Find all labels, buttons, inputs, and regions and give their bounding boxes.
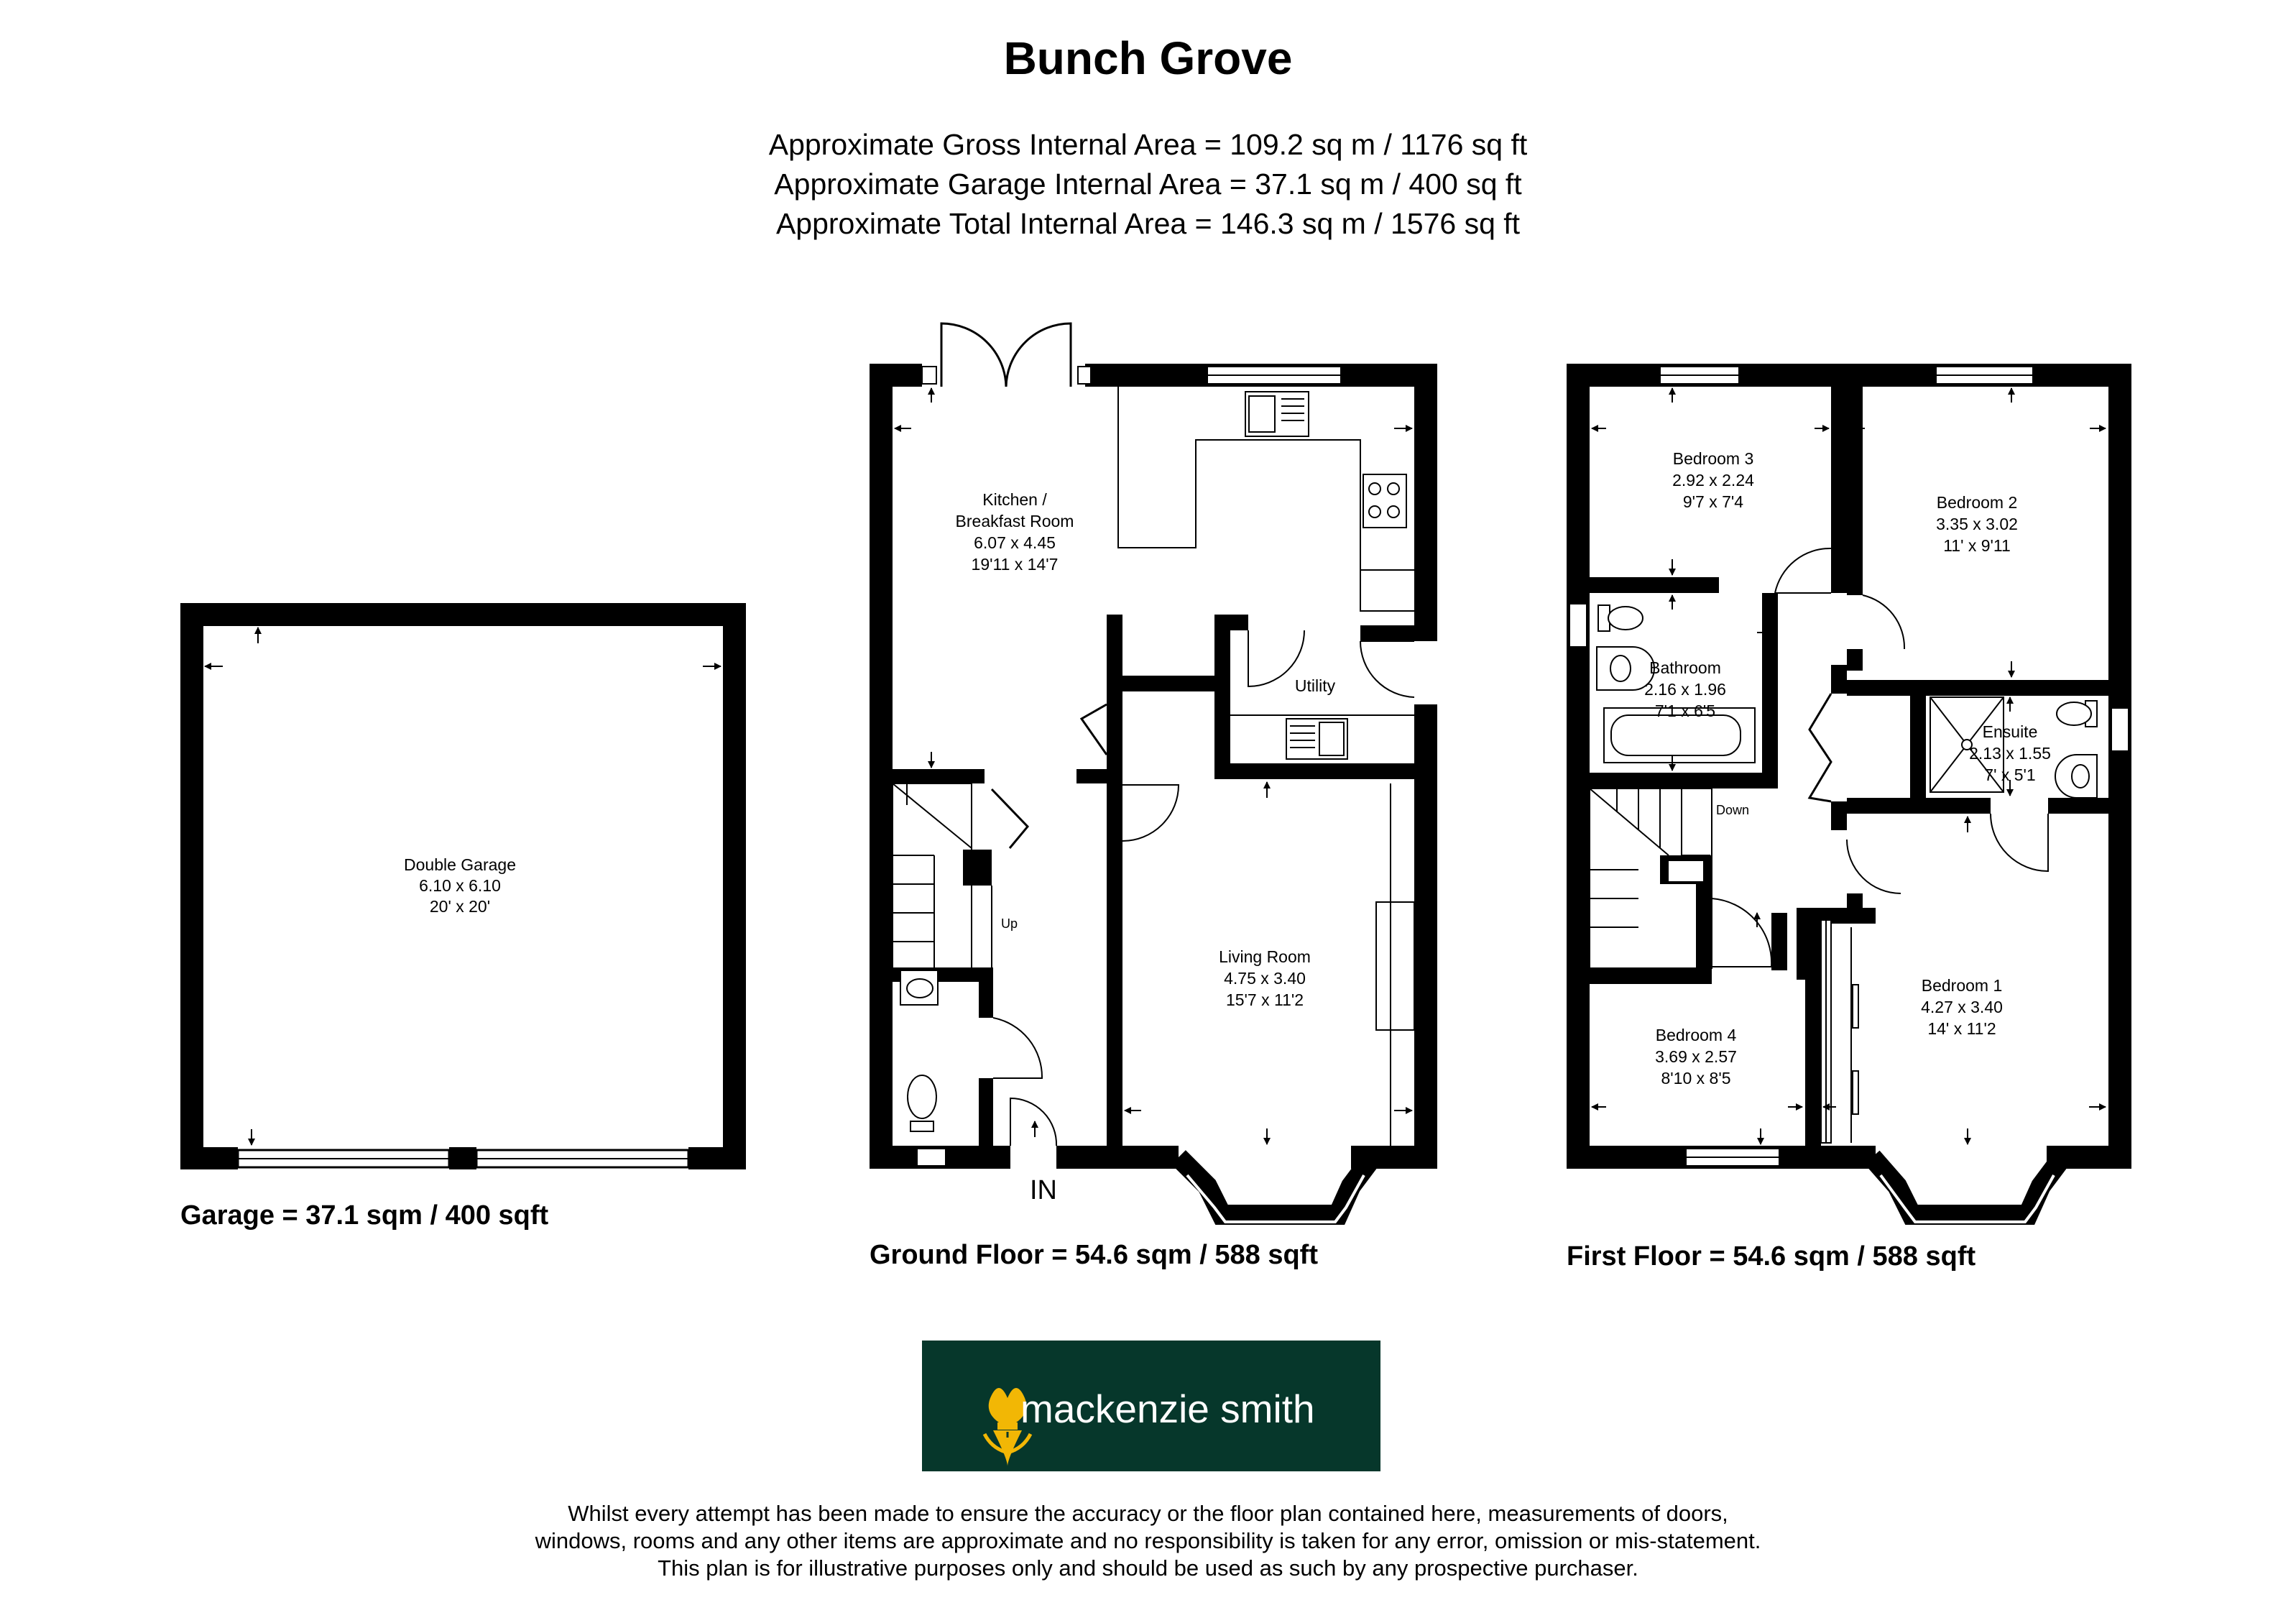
gf-wall-living-left (1107, 783, 1122, 1146)
ff-bed2-door (1862, 594, 1906, 650)
disclaimer-line-1: Whilst every attempt has been made to en… (568, 1501, 1728, 1526)
gf-kitchen-name2: Breakfast Room (956, 512, 1074, 530)
ff-wall-bed4-bed1 (1805, 908, 1821, 1146)
gf-stairs (892, 783, 972, 973)
garage-room-name: Double Garage (404, 855, 516, 874)
gf-wall-right-lower (1414, 704, 1437, 1169)
gross-area-text: Approximate Gross Internal Area = 109.2 … (768, 128, 1528, 161)
ff-ensuite-basin (2055, 754, 2098, 799)
gf-wall-left (870, 364, 893, 1169)
ff-bed1-name: Bedroom 1 (1922, 976, 2003, 995)
disclaimer-line-3: This plan is for illustrative purposes o… (658, 1555, 1638, 1581)
ff-bed4-door (1711, 898, 1773, 967)
ff-bath-name: Bathroom (1649, 658, 1721, 677)
first-floor-area-label: First Floor = 54.6 sqm / 588 sqft (1567, 1241, 1976, 1272)
garage-wall-right (723, 603, 746, 1169)
ff-wall-ensuite-bottom (1847, 798, 1991, 814)
ff-bed2-metric: 3.35 x 3.02 (1936, 515, 2018, 533)
gf-wc-basin (900, 970, 939, 1006)
gf-hob (1363, 474, 1407, 528)
garage-wall-bottom-right (688, 1147, 746, 1169)
garage-door-pier (449, 1147, 476, 1169)
ff-wall-bed3-bottom (1590, 577, 1719, 593)
ff-bed1-metric: 4.27 x 3.40 (1921, 998, 2003, 1016)
ff-bed3-imperial: 9'7 x 7'4 (1683, 492, 1743, 511)
disclaimer-line-2: windows, rooms and any other items are a… (535, 1528, 1761, 1553)
ground-floor-area-label: Ground Floor = 54.6 sqm / 588 sqft (870, 1240, 1318, 1270)
first-floor-plan: Down (1567, 364, 2131, 1225)
ff-wall-left (1567, 364, 1590, 1169)
gf-fireplace (1375, 901, 1415, 1031)
ff-bed3-name: Bedroom 3 (1673, 449, 1754, 468)
ff-bed2-imperial: 11' x 9'11 (1943, 536, 2011, 555)
ff-wall-bathroom-bottom (1590, 773, 1778, 788)
ff-wall-ensuite-left (1910, 680, 1926, 814)
ff-bed3-metric: 2.92 x 2.24 (1672, 471, 1754, 489)
ff-bed4-name: Bedroom 4 (1656, 1026, 1737, 1044)
ff-ensuite-name: Ensuite (1983, 722, 2038, 741)
gf-wall-utility-left (1214, 615, 1230, 769)
ff-wall-bed2-bottom (1847, 680, 2131, 696)
garage-plan: Double Garage 6.10 x 6.10 20' x 20' (180, 603, 746, 1169)
gf-stairs-label: Up (1001, 916, 1018, 931)
gf-living-imperial: 15'7 x 11'2 (1226, 990, 1304, 1009)
gf-wall-top-left (870, 364, 922, 387)
gf-wall-right-upper (1414, 364, 1437, 640)
gf-bay-window (1171, 1150, 1381, 1225)
gf-french-door-left (940, 322, 1008, 387)
ff-bath-basin (1596, 646, 1655, 691)
total-area-text: Approximate Total Internal Area = 146.3 … (775, 207, 1521, 240)
ff-ensuite-imperial: 7' x 5'1 (1984, 765, 2035, 784)
brand-name: mackenzie smith (1020, 1387, 1315, 1431)
gf-utility-name: Utility (1295, 676, 1336, 695)
ff-bed4-imperial: 8'10 x 8'5 (1661, 1069, 1730, 1088)
gf-wall-utility-bottom (1214, 763, 1437, 779)
ff-bath-imperial: 7'1 x 6'5 (1655, 702, 1715, 720)
gf-entrance-label: IN (1030, 1175, 1057, 1205)
gf-kitchen-name1: Kitchen / (982, 490, 1047, 509)
ff-bed3-door (1774, 547, 1832, 594)
gf-utility-sink (1286, 718, 1348, 760)
ff-bay-window (1864, 1150, 2071, 1225)
garage-area-label: Garage = 37.1 sqm / 400 sqft (180, 1200, 549, 1231)
gf-front-door (1010, 1097, 1058, 1146)
ff-wall-top (1567, 364, 2131, 387)
ff-stairs-label: Down (1716, 803, 1749, 817)
ff-bed4-metric: 3.69 x 2.57 (1655, 1047, 1737, 1066)
garage-area-text: Approximate Garage Internal Area = 37.1 … (774, 167, 1522, 201)
ff-wall-bed4-top (1590, 968, 1712, 984)
gf-wc-wall (979, 967, 993, 1018)
ff-bed1-imperial: 14' x 11'2 (1927, 1019, 1996, 1038)
garage-wall-bottom-left (180, 1147, 238, 1169)
gf-living-name: Living Room (1219, 947, 1311, 966)
ff-wall-right (2108, 364, 2131, 1169)
gf-wc-door (992, 1017, 1043, 1079)
gf-living-metric: 4.75 x 3.40 (1224, 969, 1306, 988)
gf-living-door (1122, 784, 1180, 842)
gf-kitchen-imperial: 19'11 x 14'7 (972, 555, 1059, 574)
ff-wall-bed3-bed2 (1831, 387, 1847, 548)
page-title: Bunch Grove (1003, 32, 1293, 84)
garage-room-metric: 6.10 x 6.10 (419, 876, 501, 895)
gf-wall-hall (1107, 615, 1122, 776)
gf-kitchen-counter (1117, 387, 1414, 612)
gf-wc-toilet (910, 1121, 934, 1132)
ff-ensuite-door (1990, 813, 2049, 873)
ff-bed2-name: Bedroom 2 (1937, 493, 2018, 512)
ff-wall-bathroom-right (1762, 593, 1778, 787)
ff-bath-metric: 2.16 x 1.96 (1644, 680, 1726, 699)
garage-wall-left (180, 603, 203, 1169)
gf-kitchen-metric: 6.07 x 4.45 (974, 533, 1056, 552)
ff-ensuite-metric: 2.13 x 1.55 (1969, 744, 2051, 763)
garage-room-imperial: 20' x 20' (430, 897, 490, 916)
ground-floor-plan: Up IN Kitchen / Breakfast Room 6.07 x 4.… (870, 322, 1437, 1225)
ff-bed1-door (1846, 839, 1901, 894)
gf-utility-door (1248, 630, 1305, 688)
garage-wall-top (180, 603, 746, 626)
gf-french-door-right (1005, 322, 1072, 387)
